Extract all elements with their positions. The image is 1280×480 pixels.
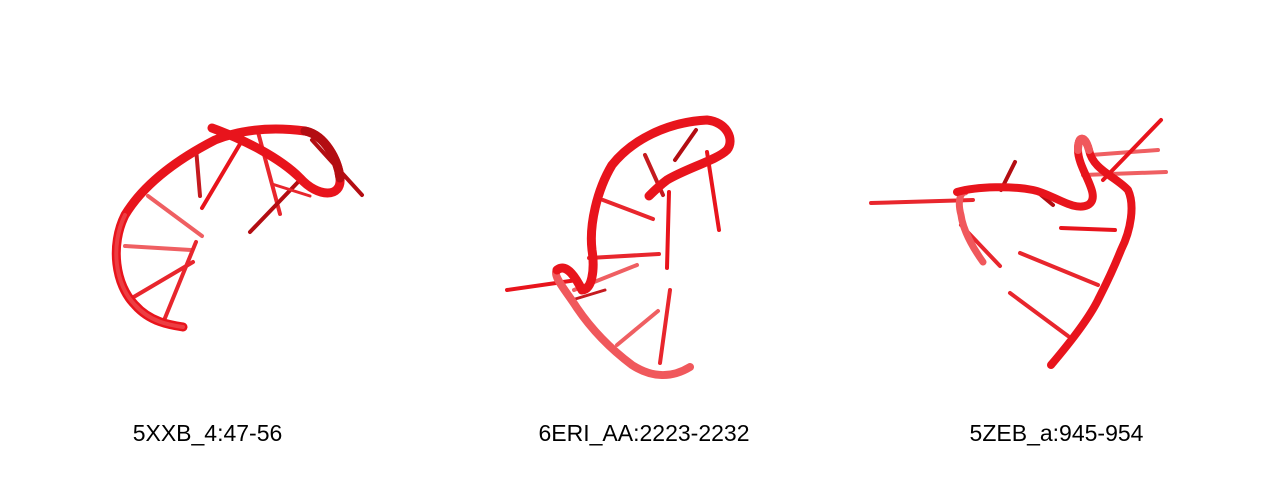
backbone-tube-2a [552, 266, 694, 379]
base-sticks-3 [869, 118, 1168, 338]
structure-panel-1: 5XXB_4:47-56 [0, 0, 427, 480]
backbone-tube-1 [111, 123, 345, 332]
base-sticks-1 [123, 130, 364, 320]
rna-cartoon-2 [505, 115, 735, 379]
structure-label-1: 5XXB_4:47-56 [132, 420, 283, 446]
backbone-tube-2b [552, 115, 735, 295]
structure-label-3: 5ZEB_a:945-954 [969, 420, 1144, 446]
rna-cartoon-3 [869, 118, 1168, 369]
rna-cartoon-1 [111, 123, 364, 332]
structure-panel-3: 5ZEB_a:945-954 [853, 0, 1280, 480]
backbone-tube-3a [955, 188, 987, 266]
structure-panel-2: 6ERI_AA:2223-2232 [427, 0, 853, 480]
structure-label-2: 6ERI_AA:2223-2232 [538, 420, 750, 446]
backbone-tube-3b [953, 134, 1136, 369]
